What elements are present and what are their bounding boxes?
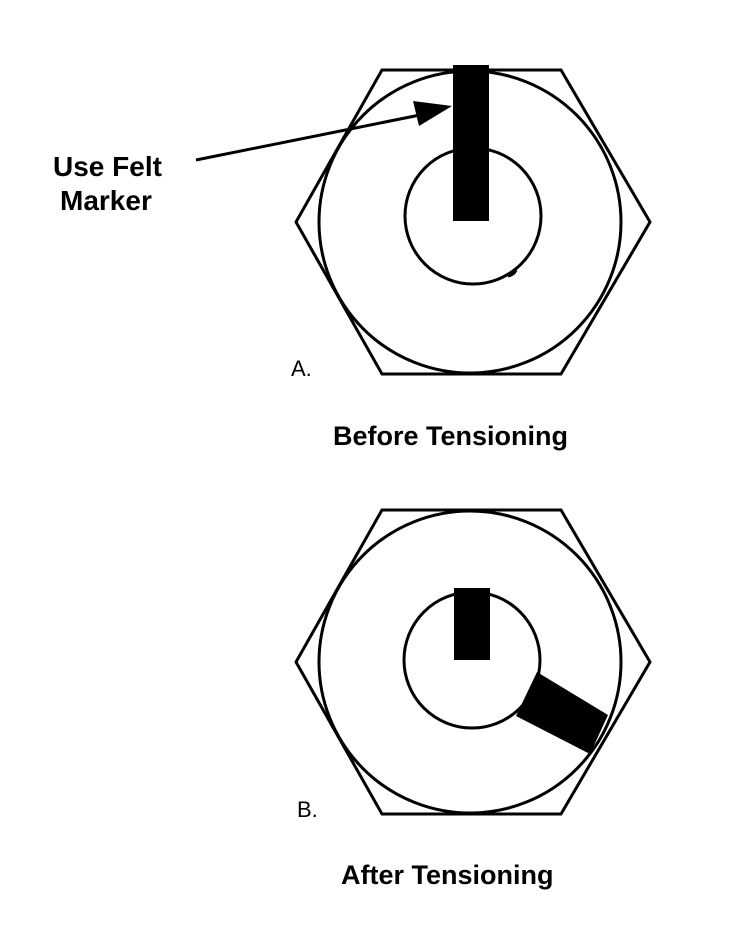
callout-line-2: Marker — [60, 185, 152, 216]
panel-after-tensioning: B. After Tensioning — [294, 508, 652, 890]
callout-leader-line — [195, 111, 431, 162]
hex-nut-outline — [294, 508, 652, 816]
bolt-end-mark — [507, 269, 518, 278]
panel-before-tensioning: Use Felt Marker A. Before Tensioning — [53, 65, 652, 451]
panel-letter-a: A. — [291, 356, 312, 381]
felt-marker-stripe — [453, 65, 489, 221]
callout-arrowhead — [413, 101, 452, 126]
washer-outer-circle — [317, 509, 623, 815]
rotated-washer-stripe — [516, 672, 608, 754]
callout-line-1: Use Felt — [53, 151, 162, 182]
bolt-end-stripe — [454, 588, 490, 660]
caption-before-tensioning: Before Tensioning — [333, 421, 568, 451]
panel-letter-b: B. — [297, 797, 318, 822]
hex-nut-outline — [294, 68, 652, 376]
caption-after-tensioning: After Tensioning — [341, 860, 554, 890]
